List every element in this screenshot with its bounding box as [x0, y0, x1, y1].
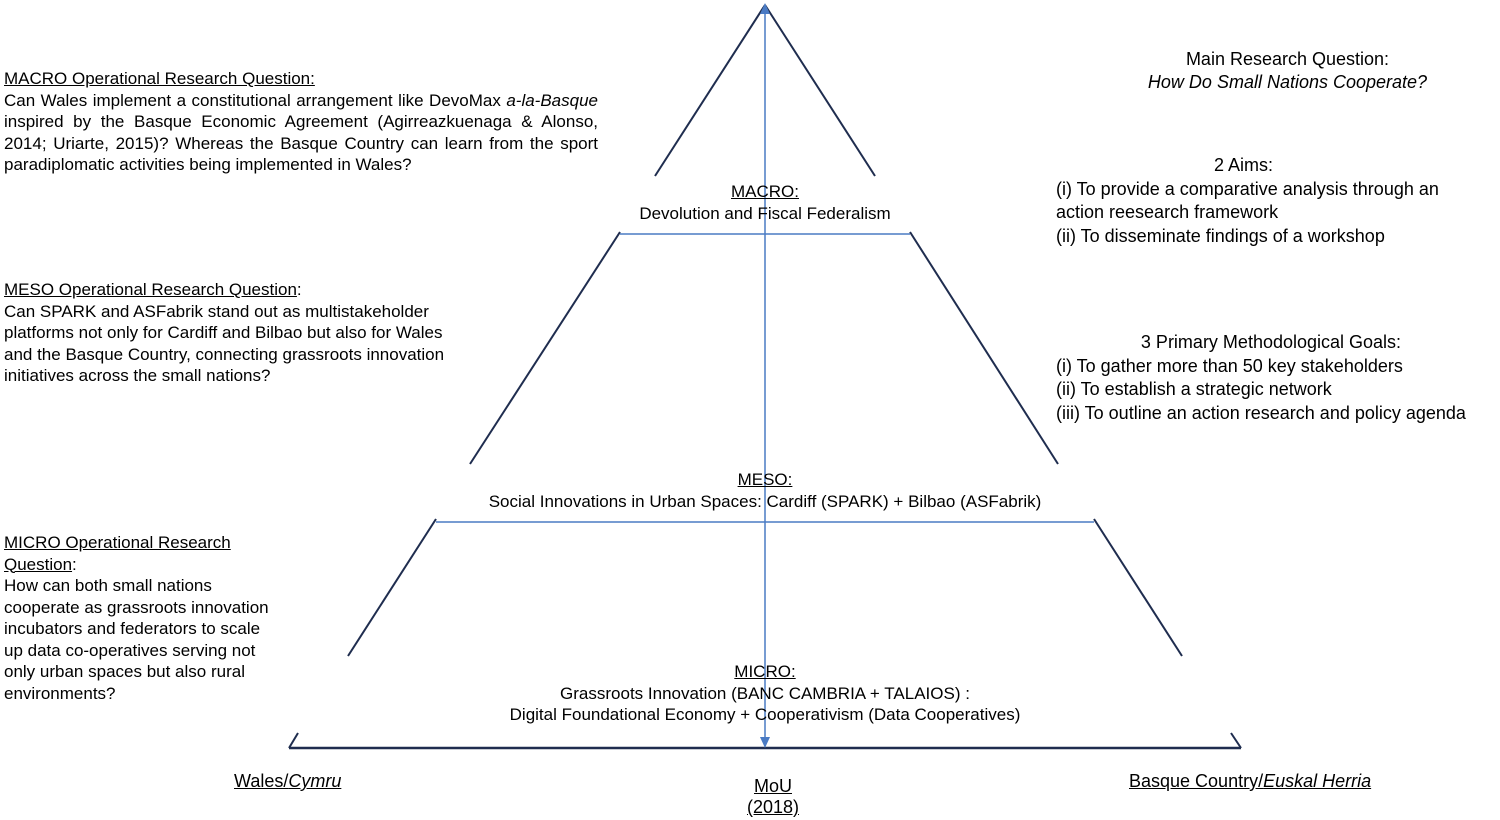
macro-level-title: MACRO: — [731, 182, 799, 201]
goals-block: 3 Primary Methodological Goals: (i) To g… — [1056, 331, 1500, 425]
goals-title-text: 3 Primary Methodological Goals — [1140, 332, 1397, 352]
basque-label-text: Basque Country/Euskal Herria — [1129, 771, 1371, 791]
meso-band-left-edge — [469, 231, 621, 465]
micro-band-left-edge — [347, 518, 437, 657]
macro-question-block: MACRO Operational Research Question: Can… — [4, 68, 598, 176]
goals-item-2: (ii) To establish a strategic network — [1056, 379, 1332, 399]
main-question-block: Main Research Question: How Do Small Nat… — [1080, 48, 1495, 94]
aims-title-colon: : — [1268, 155, 1274, 175]
micro-question-block: MICRO Operational Research Question: How… — [4, 532, 276, 704]
aims-item-2: (ii) To disseminate findings of a worksh… — [1056, 225, 1385, 246]
meso-level-label: MESO: Social Innovations in Urban Spaces… — [440, 469, 1090, 512]
basque-label-a: Basque Country/ — [1129, 771, 1264, 791]
macro-level-label: MACRO: Devolution and Fiscal Federalism — [565, 181, 965, 224]
aims-title-text: 2 Aims — [1213, 155, 1268, 175]
mou-label-line1: MoU — [753, 776, 792, 796]
macro-level-text: Devolution and Fiscal Federalism — [639, 203, 891, 223]
apex-left-edge — [654, 4, 766, 177]
goals-title-colon: : — [1396, 332, 1402, 352]
meso-level-text: Social Innovations in Urban Spaces: Card… — [488, 491, 1042, 511]
aims-item-1: (i) To provide a comparative analysis th… — [1056, 178, 1439, 223]
main-question-text: How Do Small Nations Cooperate? — [1147, 72, 1428, 92]
micro-question-heading: MICRO Operational Research Question — [4, 533, 231, 574]
wales-label-a: Wales/ — [234, 771, 289, 791]
micro-question-colon: : — [72, 554, 77, 574]
macro-question-heading: MACRO Operational Research Question: — [4, 69, 315, 88]
meso-level-title: MESO: — [737, 470, 793, 489]
meso-question-text: Can SPARK and ASFabrik stand out as mult… — [4, 301, 445, 386]
aims-title: 2 Aims: — [1056, 154, 1431, 178]
macro-question-text-a: Can Wales implement a constitutional arr… — [4, 90, 507, 110]
base-left-edge — [288, 732, 299, 749]
apex-right-edge — [764, 4, 876, 177]
basque-label: Basque Country/Euskal Herria — [1129, 771, 1371, 793]
meso-band-right-edge — [909, 231, 1059, 465]
meso-question-block: MESO Operational Research Question: Can … — [4, 279, 454, 387]
macro-question-text-b: inspired by the Basque Economic Agreemen… — [4, 112, 598, 174]
micro-level-text-2: Digital Foundational Economy + Cooperati… — [509, 705, 1021, 724]
micro-level-title: MICRO: — [734, 662, 796, 681]
mou-label: MoU (2018) — [713, 776, 833, 818]
goals-item-1: (i) To gather more than 50 key stakehold… — [1056, 355, 1403, 376]
basque-label-italic: Euskal Herria — [1263, 771, 1372, 791]
micro-level-label: MICRO: Grassroots Innovation (BANC CAMBR… — [465, 661, 1065, 726]
mou-label-line2: (2018) — [746, 797, 800, 817]
micro-level-text-1: Grassroots Innovation (BANC CAMBRIA + TA… — [560, 683, 970, 703]
base-right-edge — [1230, 732, 1242, 749]
wales-label-text: Wales/Cymru — [234, 771, 341, 791]
micro-band-right-edge — [1093, 518, 1183, 657]
goals-title: 3 Primary Methodological Goals: — [1056, 331, 1486, 355]
wales-label-italic: Cymru — [288, 771, 342, 791]
meso-question-colon: : — [296, 280, 302, 299]
aims-block: 2 Aims: (i) To provide a comparative ana… — [1056, 154, 1486, 248]
apex-arrowhead — [760, 3, 770, 14]
axis-down-arrowhead — [760, 737, 770, 748]
meso-question-heading: MESO Operational Research Question — [4, 280, 297, 299]
micro-question-text: How can both small nations cooperate as … — [4, 576, 269, 703]
macro-question-italic: a-la-Basque — [506, 90, 598, 110]
wales-label: Wales/Cymru — [234, 771, 341, 793]
goals-item-3: (iii) To outline an action research and … — [1056, 402, 1466, 423]
main-question-label: Main Research Question: — [1185, 49, 1390, 69]
